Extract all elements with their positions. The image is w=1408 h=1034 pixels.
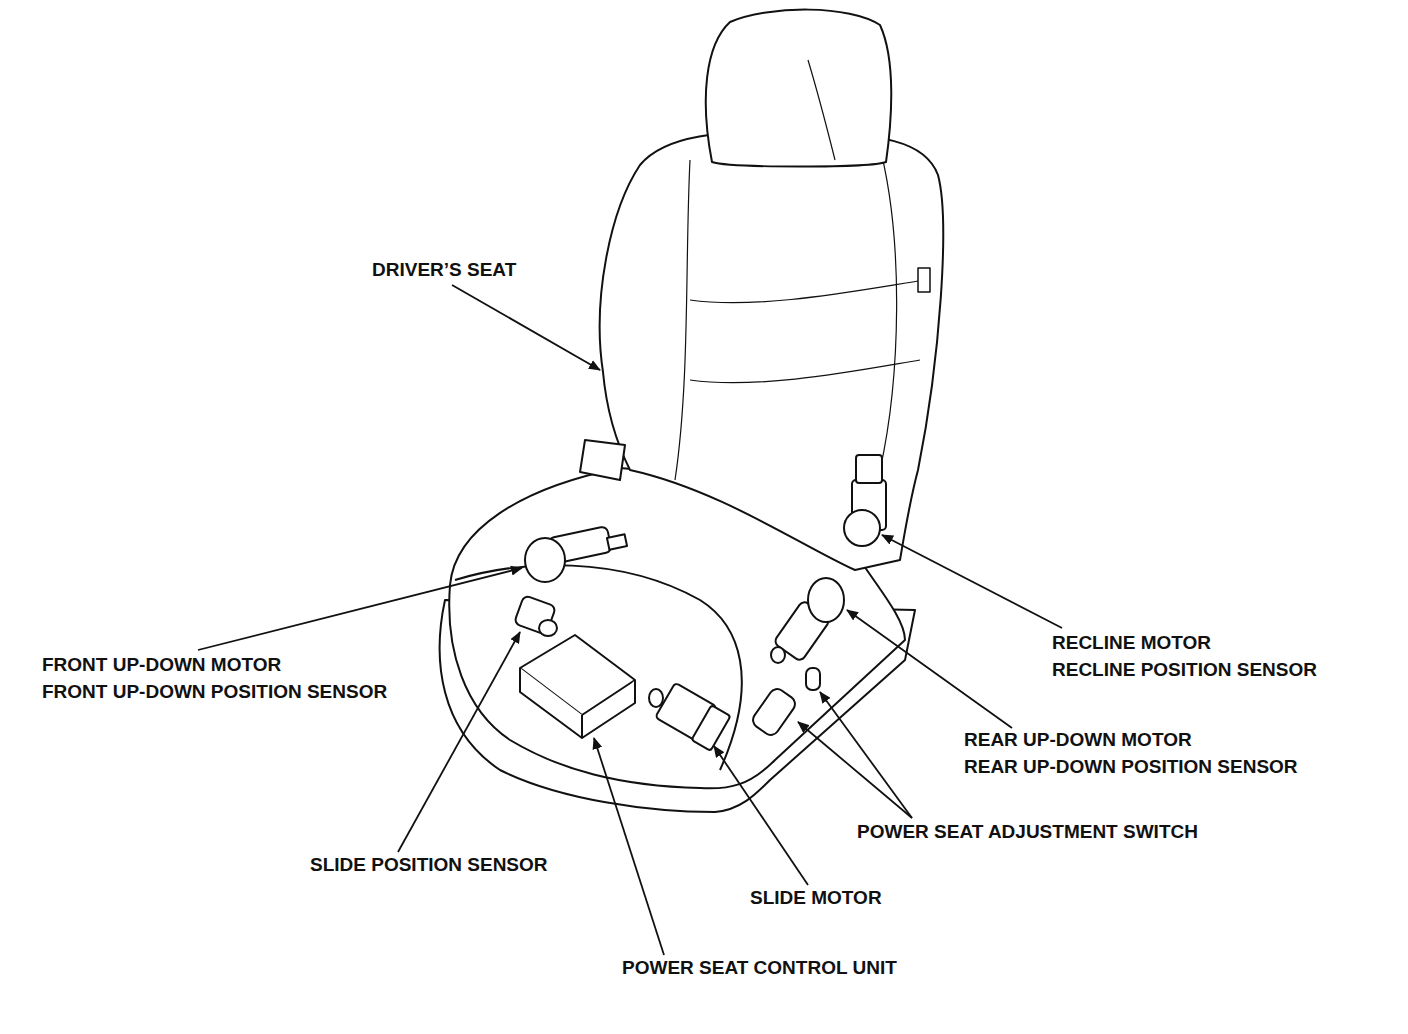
- leader-lines-part: [452, 285, 600, 370]
- part-label: FRONT UP-DOWN POSITION SENSOR: [40, 681, 389, 703]
- seat-components-part: [649, 689, 663, 707]
- seat-components-part: [771, 647, 785, 663]
- seat-components-part: [539, 620, 557, 636]
- leader-lines-part: [798, 722, 912, 818]
- leader-lines-part: [198, 568, 522, 650]
- seat-outline-part: [455, 565, 742, 770]
- seat-components-part: [691, 705, 730, 751]
- part-label: FRONT UP-DOWN MOTOR: [40, 654, 283, 676]
- part-label: RECLINE MOTOR: [1050, 632, 1213, 654]
- seat-components-part: [525, 538, 565, 582]
- leader-lines-part: [594, 738, 664, 955]
- seat-outline-part: [706, 10, 891, 167]
- seat-components-part: [520, 668, 582, 738]
- part-label: SLIDE MOTOR: [748, 887, 884, 909]
- seat-components-part: [808, 578, 844, 622]
- part-label: SLIDE POSITION SENSOR: [308, 854, 550, 876]
- leader-lines-part: [820, 692, 912, 818]
- seat-outline-part: [918, 268, 930, 292]
- seat-outline-part: [878, 140, 897, 470]
- seat-components-part: [582, 680, 635, 738]
- leader-lines-part: [882, 535, 1062, 628]
- leader-lines-part: [714, 746, 808, 885]
- leader-lines-part: [847, 610, 1012, 728]
- seat-components-part: [607, 534, 627, 549]
- part-label: REAR UP-DOWN MOTOR: [962, 729, 1194, 751]
- seat-outline-part: [580, 440, 625, 480]
- seat-outline: [440, 10, 943, 812]
- part-label: DRIVER’S SEAT: [370, 259, 518, 281]
- seat-outline-part: [675, 160, 690, 480]
- seat-components-part: [856, 455, 882, 483]
- seat-outline-part: [808, 60, 835, 160]
- leader-lines-part: [398, 632, 520, 852]
- seat-outline-part: [690, 280, 925, 303]
- part-label: RECLINE POSITION SENSOR: [1050, 659, 1319, 681]
- seat-components-part: [844, 510, 880, 546]
- part-label: POWER SEAT CONTROL UNIT: [620, 957, 899, 979]
- part-label: POWER SEAT ADJUSTMENT SWITCH: [855, 821, 1200, 843]
- seat-outline-part: [690, 360, 920, 383]
- seat-components-part: [750, 686, 798, 738]
- seat-components-part: [806, 668, 820, 690]
- leader-lines: [198, 285, 1062, 955]
- part-label: REAR UP-DOWN POSITION SENSOR: [962, 756, 1300, 778]
- seat-outline-part: [600, 132, 943, 570]
